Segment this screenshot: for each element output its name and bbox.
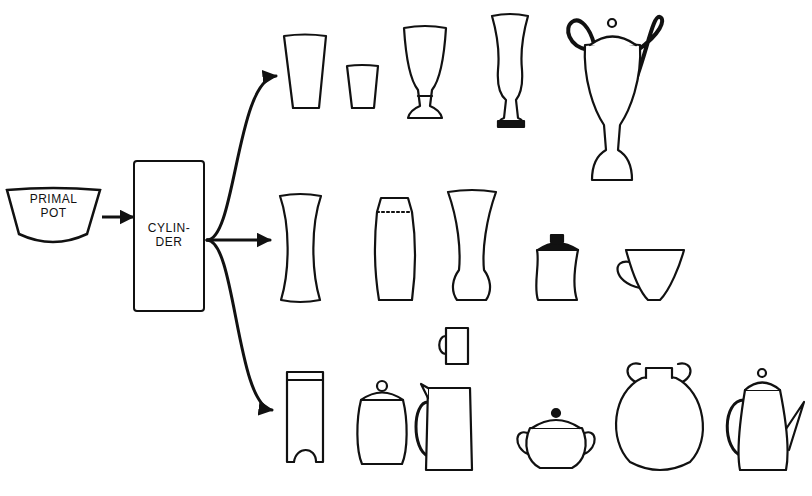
- coffeepot-lid: [745, 383, 780, 391]
- bowl-lid: [532, 420, 580, 428]
- branch-arrow: [207, 76, 276, 240]
- footed-vase: [492, 14, 528, 126]
- goblet-stem-line: [418, 95, 432, 97]
- arched-cylinder: [287, 372, 323, 462]
- waisted-vase: [280, 194, 321, 302]
- primal-pot: PRIMAL POT: [5, 186, 102, 248]
- pot-outline-path: [7, 188, 100, 242]
- bowl-knob: [552, 409, 560, 417]
- lidded-jar: [357, 400, 406, 464]
- teacup: [626, 250, 684, 300]
- sugar-bowl: [536, 250, 578, 300]
- covered-bowl: [526, 428, 585, 468]
- jar-lid: [361, 393, 403, 401]
- vase-foot: [498, 121, 524, 127]
- jar-knob: [377, 381, 387, 391]
- cylinder-rim: [287, 379, 323, 381]
- canister: [375, 198, 415, 300]
- cylinder-box: CYLIN- DER: [133, 160, 205, 312]
- flow-arrow: [102, 216, 133, 219]
- goblet: [404, 26, 446, 118]
- urn-knob: [608, 19, 616, 27]
- sugar-bowl-knob: [551, 235, 563, 242]
- urn-lid: [590, 37, 636, 46]
- flared-vase: [448, 190, 496, 300]
- node-label: PRIMAL POT: [26, 193, 82, 221]
- pitcher-spout: [421, 384, 428, 398]
- coffeepot: [738, 390, 787, 470]
- urn: [585, 44, 640, 181]
- branch-arrow: [207, 239, 270, 242]
- pitcher: [426, 388, 472, 470]
- coffeepot-knob: [758, 369, 766, 377]
- mug: [446, 328, 468, 364]
- node-label: CYLIN- DER: [146, 222, 192, 250]
- moon-flask: [616, 376, 703, 470]
- branch-arrow: [207, 240, 272, 410]
- canister-lid-line: [377, 211, 412, 213]
- sugar-bowl-lid: [538, 243, 578, 250]
- tumbler: [284, 35, 326, 109]
- branch-arrows: [207, 76, 276, 410]
- vessel-sketches: [280, 14, 804, 470]
- cup: [347, 65, 378, 108]
- flask-neck: [646, 368, 672, 378]
